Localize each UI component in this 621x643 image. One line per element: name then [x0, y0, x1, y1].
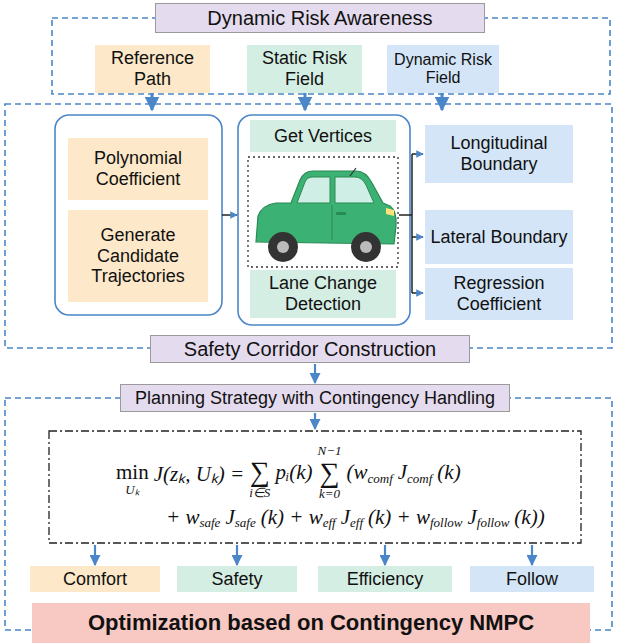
- box-label: Dynamic Risk Field: [391, 51, 495, 88]
- math-term: J: [225, 505, 234, 530]
- flow-arrow: [531, 545, 533, 565]
- dotted-frame: [248, 157, 398, 267]
- box-label: Generate Candidate Trajectories: [72, 225, 204, 287]
- math-operator: min: [116, 462, 149, 483]
- math-stack: minUₖ: [116, 448, 149, 497]
- process-box: Regression Coefficient: [425, 268, 573, 320]
- box-label: Lateral Boundary: [430, 227, 567, 248]
- math-operator: ∑: [320, 459, 340, 487]
- group-outline: [238, 115, 410, 325]
- math-term: J: [468, 505, 477, 530]
- flow-arrow: [236, 545, 238, 565]
- result-box: Optimization based on Contingency NMPC: [32, 603, 590, 643]
- process-box: Lane Change Detection: [250, 270, 396, 318]
- math-subscript: comf: [367, 471, 392, 487]
- math-stack: N−1∑k=0: [318, 444, 342, 501]
- stage-banner: Dynamic Risk Awareness: [155, 3, 485, 33]
- process-box: Generate Candidate Trajectories: [68, 210, 208, 302]
- math-operator: ∑: [250, 458, 270, 486]
- stage-title: Planning Strategy with Contingency Handl…: [135, 388, 495, 409]
- dashed-region: [5, 398, 612, 630]
- box-label: Safety: [211, 569, 262, 590]
- math-term: pᵢ(k): [275, 460, 312, 485]
- box-label: Follow: [506, 569, 558, 590]
- math-subscript: follow: [477, 515, 510, 531]
- process-box: Longitudinal Boundary: [425, 125, 573, 183]
- math-term: (k): [437, 460, 460, 485]
- formula-row: + wsafeJsafe(k) + weffJeff(k) + wfollowJ…: [166, 505, 545, 530]
- math-term: (k) + w: [261, 505, 323, 530]
- math-subscript: comf: [407, 471, 432, 487]
- stage-banner: Safety Corridor Construction: [150, 335, 470, 363]
- box-label: Regression Coefficient: [429, 273, 569, 314]
- math-limit: Uₖ: [125, 483, 139, 497]
- process-box: Static Risk Field: [247, 45, 362, 93]
- process-box: Follow: [470, 566, 594, 592]
- math-subscript: safe: [199, 515, 220, 531]
- math-subscript: follow: [430, 515, 463, 531]
- math-stack: ∑i∈S: [249, 444, 270, 500]
- box-label: Optimization based on Contingency NMPC: [88, 610, 534, 635]
- box-label: Polynomial Coefficient: [72, 148, 204, 189]
- math-term: J: [341, 505, 350, 530]
- process-box: Polynomial Coefficient: [68, 138, 208, 200]
- process-box: Dynamic Risk Field: [387, 45, 499, 93]
- car-illustration: [256, 168, 396, 262]
- group-outline: [55, 115, 222, 315]
- box-label: Comfort: [63, 569, 127, 590]
- stage-title: Dynamic Risk Awareness: [207, 7, 432, 30]
- flow-arrow: [151, 93, 154, 110]
- box-label: Longitudinal Boundary: [429, 133, 569, 174]
- math-subscript: eff: [350, 515, 363, 531]
- math-limit: k=0: [319, 487, 340, 501]
- process-box: Reference Path: [95, 45, 210, 93]
- flow-arrow: [222, 214, 237, 216]
- math-subscript: eff: [323, 515, 336, 531]
- bracket-arrows: [399, 154, 423, 293]
- box-label: Efficiency: [347, 569, 424, 590]
- box-label: Get Vertices: [274, 126, 372, 147]
- math-term: (k) + w: [368, 505, 430, 530]
- stage-title: Safety Corridor Construction: [184, 338, 436, 361]
- math-limit: N−1: [318, 444, 342, 458]
- math-term: (w: [346, 460, 367, 485]
- process-box: Lateral Boundary: [425, 210, 573, 264]
- math-term: J: [398, 460, 407, 485]
- box-label: Static Risk Field: [251, 48, 358, 89]
- math-term: + w: [166, 505, 199, 530]
- formula-box: minUₖJ(zₖ, Uₖ) =∑i∈Spᵢ(k)N−1∑k=0(wcomfJc…: [48, 430, 582, 544]
- formula-row: minUₖJ(zₖ, Uₖ) =∑i∈Spᵢ(k)N−1∑k=0(wcomfJc…: [116, 444, 461, 501]
- math-term: J(zₖ, Uₖ) =: [154, 459, 245, 487]
- flow-arrow: [314, 413, 316, 429]
- flow-arrow: [314, 364, 316, 383]
- box-label: Lane Change Detection: [254, 273, 392, 314]
- flow-arrow: [94, 545, 96, 565]
- dashed-region: [5, 104, 612, 348]
- flow-arrow: [304, 93, 307, 110]
- process-box: Comfort: [30, 566, 160, 592]
- flow-arrow: [384, 545, 386, 565]
- process-box: Get Vertices: [250, 120, 396, 152]
- math-limit: i∈S: [249, 486, 270, 500]
- flow-arrow: [441, 93, 444, 110]
- process-box: Safety: [177, 566, 297, 592]
- math-subscript: safe: [235, 515, 256, 531]
- process-box: Efficiency: [318, 566, 452, 592]
- box-label: Reference Path: [99, 48, 206, 89]
- stage-banner: Planning Strategy with Contingency Handl…: [120, 384, 510, 412]
- math-term: (k)): [514, 505, 544, 530]
